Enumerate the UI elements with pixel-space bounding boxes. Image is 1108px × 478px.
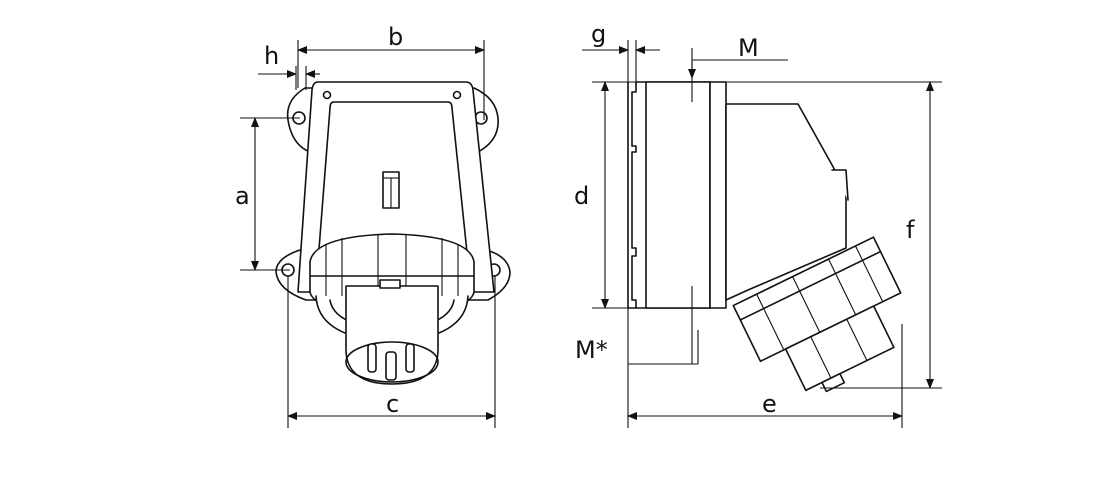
section-m-star-label: M* (575, 336, 608, 364)
dimension-e-label: e (762, 390, 777, 418)
pin-left (367, 343, 377, 373)
dimension-g-label: g (591, 20, 606, 48)
front-view: b h a c (235, 23, 511, 428)
dimension-d-label: d (574, 182, 589, 210)
cover-screw-right (452, 90, 462, 100)
dimension-h-label: h (264, 42, 279, 70)
pin-center (385, 351, 397, 381)
pin-right (405, 343, 415, 373)
angled-body (725, 103, 847, 301)
dimension-b-label: b (388, 23, 403, 51)
cover-screw-left (322, 90, 332, 100)
mounting-plate-profile (627, 81, 637, 309)
dimension-c-label: c (386, 390, 399, 418)
side-view: g M M* d f e (574, 20, 942, 428)
housing-body (645, 81, 711, 309)
dimension-f-label: f (906, 216, 915, 244)
plug-face (345, 341, 439, 383)
dimension-a-label: a (235, 182, 250, 210)
section-m-label: M (738, 34, 759, 62)
socket-head (732, 236, 902, 393)
flange-plate (709, 81, 727, 309)
